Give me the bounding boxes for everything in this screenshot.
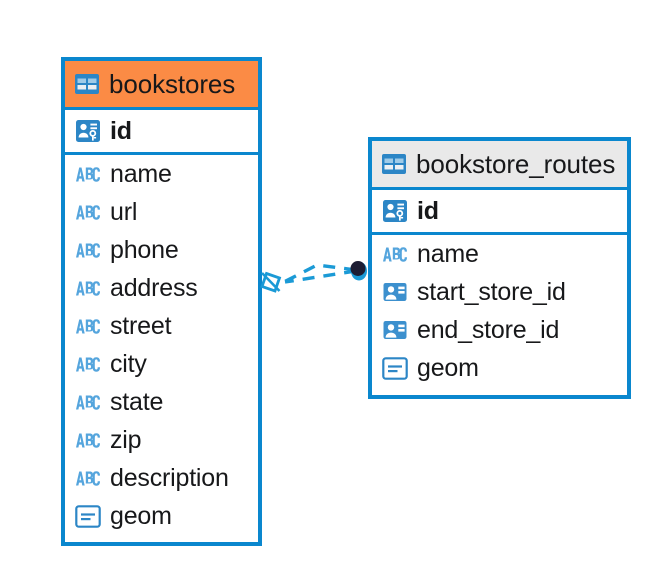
field-list-bookstore-routes: id name	[372, 190, 627, 387]
field-row[interactable]: geom	[372, 349, 627, 387]
field-row[interactable]: description	[65, 459, 258, 497]
field-row[interactable]: phone	[65, 231, 258, 269]
entity-header-bookstores[interactable]: bookstores	[65, 61, 258, 110]
field-name: id	[417, 196, 439, 225]
field-name: geom	[110, 501, 172, 530]
filled-circle-one-icon	[350, 261, 367, 281]
table-icon	[74, 71, 100, 97]
field-row[interactable]: name	[372, 235, 627, 273]
relationship-connector[interactable]	[255, 240, 385, 330]
foreign-key-icon	[382, 317, 408, 343]
field-name: name	[417, 239, 479, 268]
field-row[interactable]: address	[65, 269, 258, 307]
foreign-key-icon	[382, 279, 408, 305]
text-type-icon	[75, 356, 101, 373]
entity-table-bookstore-routes[interactable]: bookstore_routes id	[368, 137, 631, 399]
geometry-type-icon	[382, 356, 408, 380]
field-name: phone	[110, 235, 179, 264]
text-type-icon	[75, 166, 101, 183]
text-type-icon	[75, 204, 101, 221]
field-name: end_store_id	[417, 315, 560, 344]
text-type-icon	[75, 318, 101, 335]
field-row[interactable]: geom	[65, 497, 258, 535]
field-row[interactable]: zip	[65, 421, 258, 459]
entity-title: bookstores	[109, 69, 236, 99]
entity-header-bookstore-routes[interactable]: bookstore_routes	[372, 141, 627, 190]
field-row[interactable]: url	[65, 193, 258, 231]
field-name: street	[110, 311, 172, 340]
field-row[interactable]: street	[65, 307, 258, 345]
field-name: address	[110, 273, 198, 302]
text-type-icon	[382, 246, 408, 263]
field-row[interactable]: id	[372, 190, 627, 235]
primary-key-icon	[382, 198, 408, 224]
field-name: geom	[417, 353, 479, 382]
field-name: url	[110, 197, 138, 226]
primary-key-icon	[75, 118, 101, 144]
field-row[interactable]: name	[65, 155, 258, 193]
field-row[interactable]: state	[65, 383, 258, 421]
diamond-many-icon	[260, 271, 282, 293]
table-icon	[381, 151, 407, 177]
field-row[interactable]: city	[65, 345, 258, 383]
text-type-icon	[75, 394, 101, 411]
field-name: description	[110, 463, 229, 492]
entity-table-bookstores[interactable]: bookstores id	[61, 57, 262, 546]
relationship-line-lower	[284, 269, 357, 284]
field-name: city	[110, 349, 147, 378]
entity-title: bookstore_routes	[416, 149, 616, 179]
field-name: state	[110, 387, 164, 416]
field-list-bookstores: id name	[65, 110, 258, 535]
field-name: start_store_id	[417, 277, 566, 306]
field-name: name	[110, 159, 172, 188]
field-row[interactable]: start_store_id	[372, 273, 627, 311]
geometry-type-icon	[75, 504, 101, 528]
text-type-icon	[75, 280, 101, 297]
field-row[interactable]: id	[65, 110, 258, 155]
field-row[interactable]: end_store_id	[372, 311, 627, 349]
text-type-icon	[75, 242, 101, 259]
text-type-icon	[75, 432, 101, 449]
relationship-line-upper	[281, 263, 357, 285]
field-name: id	[110, 116, 132, 145]
field-name: zip	[110, 425, 142, 454]
text-type-icon	[75, 470, 101, 487]
